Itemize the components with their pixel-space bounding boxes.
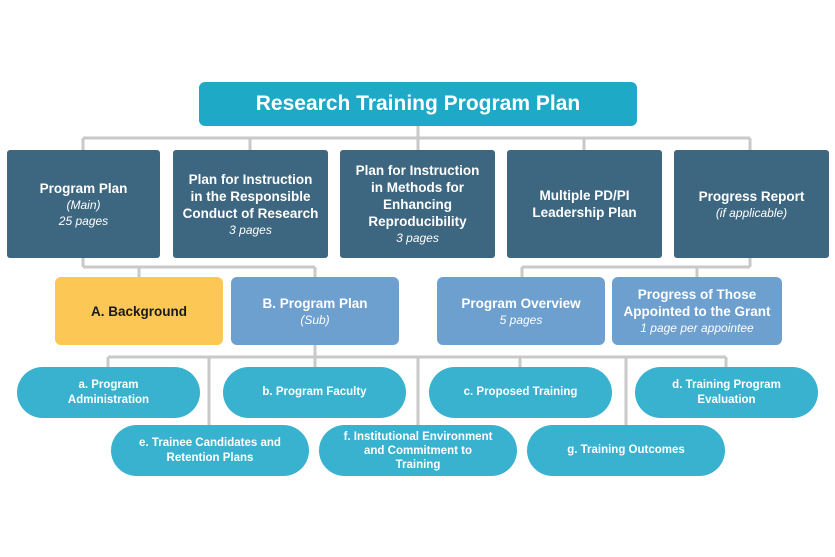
pill-training-outcomes: g. Training Outcomes [527, 425, 725, 476]
box-note: (if applicable) [715, 205, 788, 220]
pill-label: d. Training Program [672, 378, 781, 391]
pill-label: a. Program [78, 378, 139, 391]
box-progress-appointed: Progress of Those Appointed to the Grant… [612, 277, 782, 345]
box-pages: 3 pages [229, 222, 272, 237]
box-progress-report: Progress Report (if applicable) [674, 150, 829, 258]
pill-label: f. Institutional Environment [343, 430, 493, 443]
box-label: Plan for Instruction [355, 163, 480, 178]
box-pages: 1 page per appointee [640, 321, 754, 335]
pill-label: Training [395, 458, 441, 471]
box-program-plan-sub: B. Program Plan (Sub) [231, 277, 399, 345]
box-label: Progress of Those [637, 287, 757, 302]
pill-label: e. Trainee Candidates and [139, 436, 281, 449]
pill-label: Retention Plans [166, 451, 254, 464]
pill-program-faculty: b. Program Faculty [223, 367, 406, 418]
box-program-plan-main: Program Plan (Main) 25 pages [7, 150, 160, 258]
pill-proposed-training: c. Proposed Training [429, 367, 612, 418]
box-program-overview: Program Overview 5 pages [437, 277, 605, 345]
box-pages: 3 pages [396, 231, 439, 245]
box-label: Progress Report [698, 188, 805, 204]
pill-program-administration: a. Program Administration [17, 367, 200, 418]
pill-label: and Commitment to [364, 444, 472, 457]
pill-label: g. Training Outcomes [567, 444, 685, 456]
pill-label: b. Program Faculty [262, 386, 367, 398]
box-note: (Main) [66, 197, 101, 212]
box-pages: 5 pages [499, 312, 543, 327]
pill-label: c. Proposed Training [463, 386, 578, 398]
box-background: A. Background [55, 277, 223, 345]
pill-label: Administration [67, 393, 150, 406]
box-responsible-conduct: Plan for Instruction in the Responsible … [173, 150, 328, 258]
box-multiple-pdpi: Multiple PD/PI Leadership Plan [507, 150, 662, 258]
pill-trainee-candidates: e. Trainee Candidates and Retention Plan… [111, 425, 309, 476]
pill-label: Evaluation [697, 393, 756, 406]
pill-training-program-evaluation: d. Training Program Evaluation [635, 367, 818, 418]
diagram-title-text: Research Training Program Plan [255, 92, 581, 115]
box-note: (Sub) [300, 312, 330, 327]
box-label: Multiple PD/PI [539, 188, 630, 203]
box-label: Appointed to the Grant [623, 304, 771, 319]
box-label: Reproducibility [368, 214, 467, 229]
box-label: A. Background [90, 303, 187, 319]
box-label: Plan for Instruction [188, 171, 313, 187]
box-label: Leadership Plan [532, 205, 637, 220]
pill-institutional-environment: f. Institutional Environment and Commitm… [319, 425, 517, 476]
box-label: Conduct of Research [182, 205, 319, 221]
box-label: Enhancing [382, 197, 452, 212]
diagram-title: Research Training Program Plan [199, 82, 637, 126]
box-label: B. Program Plan [262, 295, 368, 311]
box-label: Program Overview [461, 295, 581, 311]
box-pages: 25 pages [58, 213, 109, 228]
box-label: in the Responsible [190, 188, 311, 204]
box-label: Program Plan [39, 180, 128, 196]
box-label: in Methods for [371, 180, 464, 195]
box-enhancing-reproducibility: Plan for Instruction in Methods for Enha… [340, 150, 495, 258]
